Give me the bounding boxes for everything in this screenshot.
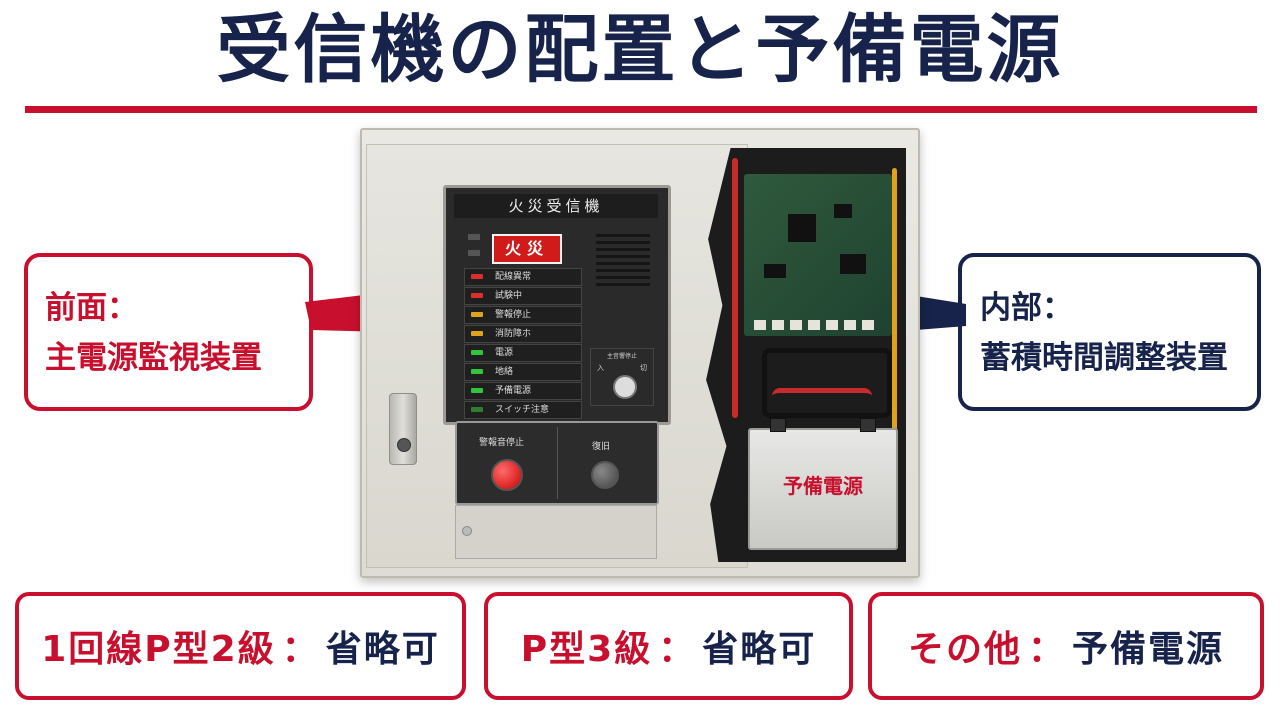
indicator-lamp: 試験中 [464, 287, 582, 305]
title-divider [25, 106, 1257, 113]
page-title: 受信機の配置と予備電源 [216, 7, 1064, 93]
bottom-box-p3: P型3級：省略可 [484, 592, 853, 700]
battery-terminal-icon [770, 418, 786, 432]
led-icon [471, 388, 483, 393]
lamp-label: 予備電源 [495, 386, 532, 396]
bottom-box-value: 省略可 [325, 629, 440, 670]
led-icon [471, 407, 483, 412]
receiver-panel: 火災受信機 火災 配線異常試験中警報停止消防障ホ電源地絡予備電源スイッチ注意 主… [443, 185, 671, 425]
screw-icon [462, 526, 472, 536]
led-icon [471, 274, 483, 279]
key-switch-off-label: 切 [640, 364, 647, 372]
fire-leds [468, 234, 480, 266]
alarm-stop-button[interactable] [491, 459, 523, 491]
circuit-board [744, 174, 892, 336]
key-switch[interactable]: 主音響停止 入 切 [590, 348, 654, 406]
stop-button-label: 警報音停止 [479, 438, 525, 448]
lamp-label: 試験中 [495, 291, 523, 301]
led-icon [471, 369, 483, 374]
led-icon [471, 331, 483, 336]
reset-button[interactable] [591, 461, 619, 489]
control-box: 警報音停止 復旧 [455, 421, 659, 505]
bottom-box-label: 1回線P型2級 [41, 629, 276, 670]
bottom-box-other: その他：予備電源 [868, 592, 1264, 700]
key-switch-label: 主音響停止 [606, 353, 637, 360]
keyhole-icon [397, 438, 411, 452]
lower-cover [455, 505, 657, 559]
indicator-lamp: 地絡 [464, 363, 582, 381]
indicator-lamp: 予備電源 [464, 382, 582, 400]
battery-terminal-icon [860, 418, 876, 432]
bottom-box-label: その他 [907, 629, 1022, 670]
led-icon [471, 293, 483, 298]
backup-battery: 予備電源 [748, 418, 898, 550]
indicator-lamp: スイッチ注意 [464, 401, 582, 419]
led-icon [471, 350, 483, 355]
speaker-grille [596, 234, 650, 290]
bottom-box-p2: 1回線P型2級：省略可 [15, 592, 466, 700]
fire-receiver-cabinet: 火災受信機 火災 配線異常試験中警報停止消防障ホ電源地絡予備電源スイッチ注意 主… [360, 128, 920, 578]
callout-front: 前面： 主電源監視装置 [24, 253, 313, 411]
lamp-label: 地絡 [495, 367, 514, 377]
indicator-lamp: 配線異常 [464, 268, 582, 286]
indicator-lamp: 消防障ホ [464, 325, 582, 343]
callout-interior-text: 蓄積時間調整装置 [980, 340, 1228, 376]
reset-button-label: 復旧 [592, 442, 611, 452]
bottom-box-label: P型3級 [520, 629, 653, 670]
cabinet-door: 火災受信機 火災 配線異常試験中警報停止消防障ホ電源地絡予備電源スイッチ注意 主… [366, 144, 748, 568]
callout-front-text: 主電源監視装置 [45, 340, 262, 376]
lamp-label: 消防障ホ [495, 329, 532, 339]
control-divider [557, 427, 558, 499]
key-knob-icon[interactable] [613, 375, 637, 399]
fire-indicator: 火災 [492, 234, 562, 264]
key-switch-on-label: 入 [597, 364, 604, 372]
led-icon [471, 312, 483, 317]
panel-title: 火災受信機 [454, 194, 658, 218]
cabinet-interior: 予備電源 [706, 148, 906, 562]
battery-label: 予備電源 [783, 474, 863, 498]
door-handle [389, 393, 417, 465]
lamp-label: 電源 [495, 348, 514, 358]
lamp-label: スイッチ注意 [495, 405, 550, 415]
bottom-box-value: 予備電源 [1072, 629, 1225, 670]
indicator-lamp: 電源 [464, 344, 582, 362]
callout-interior-heading: 内部： [980, 290, 1073, 326]
lamp-label: 配線異常 [495, 272, 532, 282]
callout-front-heading: 前面： [45, 290, 138, 326]
indicator-lamp: 警報停止 [464, 306, 582, 324]
bottom-box-value: 省略可 [702, 629, 817, 670]
callout-interior: 内部： 蓄積時間調整装置 [958, 253, 1261, 411]
lamp-label: 警報停止 [495, 310, 532, 320]
